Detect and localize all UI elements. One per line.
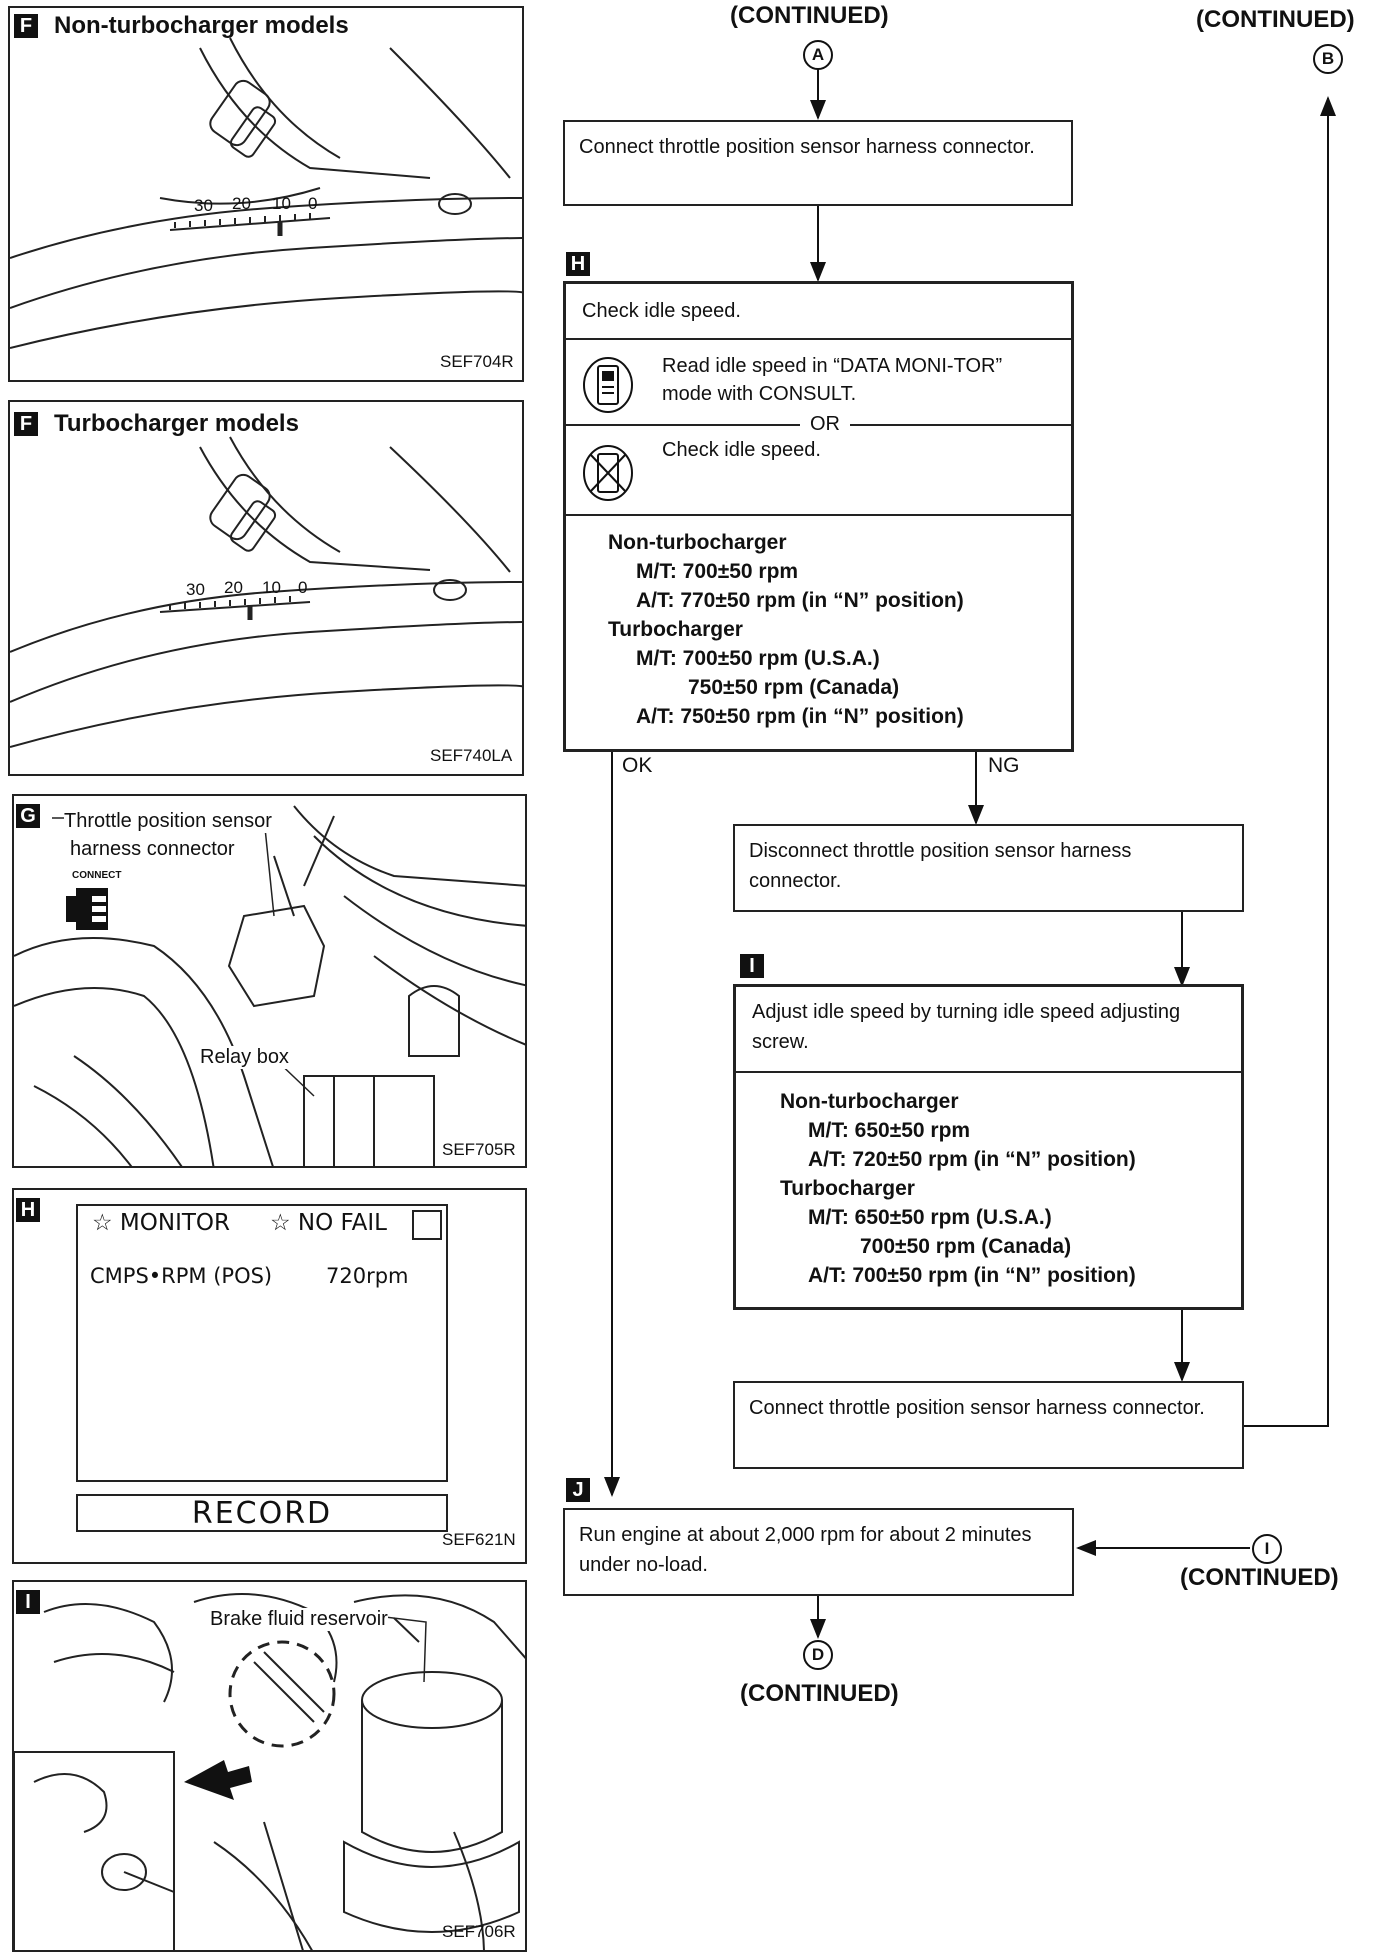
scale-label-0: 0 bbox=[308, 194, 318, 213]
spec-i-3: Turbocharger bbox=[780, 1177, 915, 1200]
connect-label: CONNECT bbox=[72, 870, 122, 881]
spec-h-1: M/T: 700±50 rpm bbox=[636, 560, 799, 583]
figure-id: SEF706R bbox=[442, 1922, 516, 1941]
spec-i-5: 700±50 rpm (Canada) bbox=[860, 1235, 1072, 1258]
connector-d: D bbox=[803, 1640, 833, 1670]
spec-i-0: Non-turbocharger bbox=[780, 1090, 959, 1113]
panel-tag: G bbox=[16, 804, 40, 828]
no-consult-instruction: Check idle speed. bbox=[662, 439, 821, 461]
panel-tag: H bbox=[16, 1198, 40, 1222]
panel-title: Non-turbocharger models bbox=[54, 12, 349, 39]
step-h-heading: Check idle speed. bbox=[582, 300, 741, 322]
scale-label-20: 20 bbox=[224, 578, 243, 597]
spec-h-6: A/T: 750±50 rpm (in “N” position) bbox=[636, 705, 964, 728]
spec-i-2: A/T: 720±50 rpm (in “N” position) bbox=[808, 1148, 1136, 1171]
or-label: OR bbox=[800, 410, 850, 438]
label-throttle-sensor: Throttle position sensor bbox=[64, 810, 272, 833]
scale-label-30: 30 bbox=[186, 580, 205, 599]
panel-throttle-connector: G Throttle position sensor harness conne… bbox=[12, 794, 527, 1168]
step-i-tag: I bbox=[740, 954, 764, 978]
step-check-idle-speed: Check idle speed. Read idle speed in “DA… bbox=[563, 281, 1074, 752]
label-brake-reservoir: Brake fluid reservoir bbox=[210, 1608, 388, 1631]
continued-a-label: (CONTINUED) bbox=[730, 2, 889, 29]
spec-h-3: Turbocharger bbox=[608, 618, 743, 641]
scale-label-10: 10 bbox=[262, 578, 281, 597]
monitor-title: ☆ MONITOR bbox=[92, 1210, 230, 1236]
connector-a: A bbox=[803, 40, 833, 70]
monitor-status: ☆ NO FAIL bbox=[270, 1210, 387, 1236]
step-reconnect-sensor: Connect throttle position sensor harness… bbox=[733, 1381, 1244, 1469]
spec-i-1: M/T: 650±50 rpm bbox=[808, 1119, 971, 1142]
step-h-method-row: Read idle speed in “DATA MONI-TOR” mode … bbox=[566, 340, 1071, 516]
continued-d-label: (CONTINUED) bbox=[740, 1680, 899, 1707]
spec-h-5: 750±50 rpm (Canada) bbox=[688, 676, 900, 699]
spec-i-4: M/T: 650±50 rpm (U.S.A.) bbox=[808, 1206, 1052, 1229]
figure-id: SEF621N bbox=[442, 1530, 516, 1549]
panel-non-turbo: F Non-turbocharger models 30 20 10 0 SEF… bbox=[8, 6, 524, 382]
continued-i-label: (CONTINUED) bbox=[1180, 1564, 1339, 1591]
step-adjust-idle-speed: Adjust idle speed by turning idle speed … bbox=[733, 984, 1244, 1310]
spec-h-4: M/T: 700±50 rpm (U.S.A.) bbox=[636, 647, 880, 670]
panel-tag: F bbox=[14, 412, 38, 436]
consult-instruction: Read idle speed in “DATA MONI-TOR” mode … bbox=[662, 355, 1003, 405]
connector-b: B bbox=[1313, 44, 1343, 74]
ng-label: NG bbox=[988, 754, 1020, 777]
param-name: CMPS•RPM (POS) bbox=[90, 1264, 273, 1288]
scale-label-30: 30 bbox=[194, 196, 213, 215]
no-consult-icon bbox=[583, 445, 633, 501]
panel-tag: F bbox=[14, 14, 38, 38]
step-i-heading-row: Adjust idle speed by turning idle speed … bbox=[736, 987, 1241, 1073]
scale-label-20: 20 bbox=[232, 194, 251, 213]
param-value: 720rpm bbox=[326, 1264, 409, 1288]
panel-consult-monitor: H ☆ MONITOR ☆ NO FAIL CMPS•RPM (POS) 720… bbox=[12, 1188, 527, 1564]
record-button[interactable]: RECORD bbox=[76, 1494, 448, 1532]
figure-id: SEF740LA bbox=[430, 746, 513, 765]
step-run-engine: Run engine at about 2,000 rpm for about … bbox=[563, 1508, 1074, 1596]
step-h-tag: H bbox=[566, 252, 590, 276]
label-relay-box: Relay box bbox=[200, 1046, 289, 1069]
label-harness-connector: harness connector bbox=[70, 838, 235, 861]
scale-label-10: 10 bbox=[272, 194, 291, 213]
step-h-heading-row: Check idle speed. bbox=[566, 284, 1071, 340]
ok-label: OK bbox=[622, 754, 653, 777]
panel-tag: I bbox=[16, 1590, 40, 1614]
panel-turbo: F Turbocharger models 30 20 10 0 SEF740L… bbox=[8, 400, 524, 776]
spec-h-2: A/T: 770±50 rpm (in “N” position) bbox=[636, 589, 964, 612]
status-checkbox[interactable] bbox=[412, 1210, 442, 1240]
spec-h-0: Non-turbocharger bbox=[608, 531, 787, 554]
step-j-tag: J bbox=[566, 1478, 590, 1502]
spec-i-6: A/T: 700±50 rpm (in “N” position) bbox=[808, 1264, 1136, 1287]
panel-title: Turbocharger models bbox=[54, 410, 299, 437]
record-button-label: RECORD bbox=[191, 1496, 333, 1531]
figure-id: SEF704R bbox=[440, 352, 514, 371]
throttle-scale-illustration bbox=[10, 436, 522, 748]
throttle-scale-illustration bbox=[10, 37, 522, 349]
continued-b-label: (CONTINUED) bbox=[1196, 6, 1355, 33]
scale-label-0: 0 bbox=[298, 578, 308, 597]
step-disconnect-sensor: Disconnect throttle position sensor harn… bbox=[733, 824, 1244, 912]
connector-i: I bbox=[1252, 1534, 1282, 1564]
panel-brake-reservoir: I Brake fluid reservoir SEF706R bbox=[12, 1580, 527, 1952]
consult-screen bbox=[76, 1204, 448, 1482]
step-connect-sensor: Connect throttle position sensor harness… bbox=[563, 120, 1073, 206]
consult-icon bbox=[583, 357, 633, 413]
step-i-heading: Adjust idle speed by turning idle speed … bbox=[752, 1001, 1181, 1053]
figure-id: SEF705R bbox=[442, 1140, 516, 1159]
